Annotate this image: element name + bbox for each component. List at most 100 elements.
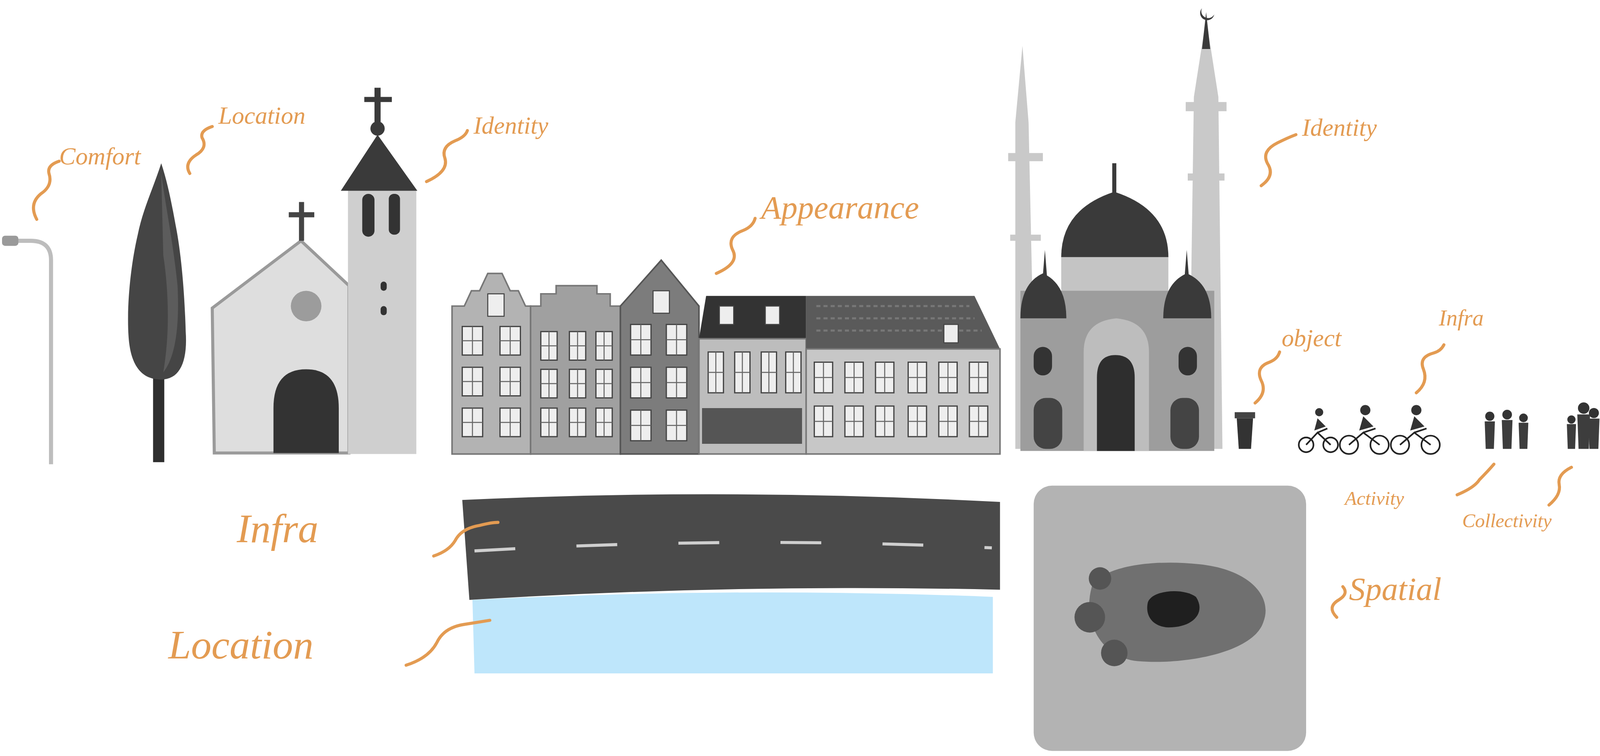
church-part bbox=[212, 240, 349, 453]
row-houses-part bbox=[569, 408, 586, 437]
row-houses-part bbox=[462, 408, 483, 437]
pedestrians-part bbox=[1567, 415, 1576, 424]
leader-squiggles-part bbox=[1332, 586, 1346, 618]
row-houses-part bbox=[487, 293, 504, 317]
cyclists-part bbox=[1360, 405, 1371, 416]
cyclists-part bbox=[1359, 416, 1374, 431]
cypress-tree-part bbox=[127, 163, 186, 380]
row-houses-part bbox=[806, 348, 1001, 454]
row-houses-part bbox=[540, 408, 558, 437]
row-houses-part bbox=[630, 410, 651, 441]
row-houses-part bbox=[969, 406, 988, 437]
row-houses-part bbox=[462, 408, 483, 437]
row-houses-part bbox=[814, 362, 833, 393]
row-houses-part bbox=[595, 369, 612, 399]
square-part bbox=[1088, 567, 1112, 590]
annotation-label: Identity bbox=[1301, 114, 1377, 142]
square-part bbox=[1100, 639, 1128, 667]
row-houses-part bbox=[462, 367, 483, 397]
row-houses-part bbox=[499, 326, 521, 355]
row-houses-part bbox=[630, 367, 651, 399]
church-part bbox=[364, 96, 392, 102]
mosque-part bbox=[1020, 273, 1067, 319]
row-houses-part bbox=[630, 367, 651, 399]
row-houses-part bbox=[540, 331, 558, 361]
water bbox=[472, 592, 994, 674]
leader-squiggles-part bbox=[426, 130, 468, 182]
row-houses-part bbox=[938, 406, 957, 437]
row-houses-part bbox=[814, 406, 833, 437]
pedestrians-part bbox=[1577, 402, 1590, 414]
row-houses-part bbox=[785, 352, 802, 393]
row-houses-part bbox=[499, 367, 521, 397]
row-houses-part bbox=[938, 362, 957, 393]
trash-bin bbox=[1234, 412, 1256, 449]
mosque-part bbox=[1033, 397, 1063, 449]
row-houses-part bbox=[569, 408, 586, 437]
leader-squiggles-part bbox=[406, 620, 490, 666]
row-houses-part bbox=[806, 296, 1001, 350]
pedestrians-part bbox=[1577, 414, 1591, 449]
cyclists-part bbox=[1315, 408, 1324, 417]
row-houses-part bbox=[938, 362, 957, 393]
row-houses-part bbox=[814, 406, 833, 437]
row-houses-part bbox=[666, 410, 687, 441]
mosque-part bbox=[1178, 347, 1197, 376]
row-houses-part bbox=[708, 352, 724, 393]
row-houses-part bbox=[569, 369, 586, 399]
leader-squiggles-part bbox=[187, 126, 213, 174]
row-houses-part bbox=[875, 406, 894, 437]
mosque-part bbox=[1185, 102, 1227, 112]
road bbox=[462, 494, 1000, 600]
row-houses-part bbox=[969, 406, 988, 437]
annotation-label: Activity bbox=[1345, 487, 1405, 509]
mosque-part bbox=[1170, 397, 1199, 449]
row-houses-part bbox=[908, 406, 927, 437]
row-houses-part bbox=[666, 367, 687, 399]
row-houses-part bbox=[653, 290, 670, 314]
annotation-label: Spatial bbox=[1348, 571, 1442, 608]
row-houses-part bbox=[595, 331, 612, 361]
row-houses-part bbox=[908, 406, 927, 437]
pedestrians-part bbox=[1566, 424, 1576, 450]
pedestrians-part bbox=[1485, 411, 1495, 421]
pedestrians-part bbox=[1501, 420, 1513, 450]
trash-bin-part bbox=[1236, 418, 1253, 450]
row-houses-part bbox=[875, 362, 894, 393]
church-part bbox=[388, 193, 400, 235]
row-houses-part bbox=[875, 406, 894, 437]
row-houses-part bbox=[969, 362, 988, 393]
street-lamp-part bbox=[14, 240, 51, 465]
street-lamp bbox=[2, 235, 52, 465]
leader-squiggles-part bbox=[716, 218, 755, 274]
row-houses-part bbox=[844, 362, 864, 393]
mosque-part bbox=[1109, 153, 1122, 163]
church-part bbox=[273, 369, 339, 454]
cyclists-part bbox=[1411, 405, 1422, 416]
square-part bbox=[1033, 485, 1307, 752]
row-houses-part bbox=[944, 324, 959, 343]
mosque-part bbox=[1200, 8, 1215, 21]
mosque-part bbox=[1061, 191, 1169, 257]
church-part bbox=[288, 212, 315, 218]
mosque-part bbox=[1033, 347, 1052, 376]
square-part bbox=[1147, 591, 1200, 628]
cyclists-part bbox=[1314, 418, 1326, 431]
row-houses-part bbox=[708, 352, 724, 393]
row-houses-part bbox=[595, 331, 612, 361]
annotation-label: Infra bbox=[1438, 305, 1484, 331]
annotation-label: Collectivity bbox=[1462, 510, 1552, 532]
cyclists-part bbox=[1410, 416, 1425, 431]
row-houses-part bbox=[620, 260, 699, 455]
church-part bbox=[380, 281, 387, 291]
row-houses bbox=[452, 260, 1001, 455]
pedestrians bbox=[1484, 402, 1600, 449]
leader-squiggles-part bbox=[433, 522, 499, 556]
row-houses-part bbox=[462, 367, 483, 397]
cyclists bbox=[1298, 405, 1440, 455]
row-houses-part bbox=[785, 352, 802, 393]
leader-squiggles-part bbox=[1548, 467, 1572, 506]
road-part bbox=[474, 542, 992, 551]
row-houses-part bbox=[530, 285, 621, 454]
